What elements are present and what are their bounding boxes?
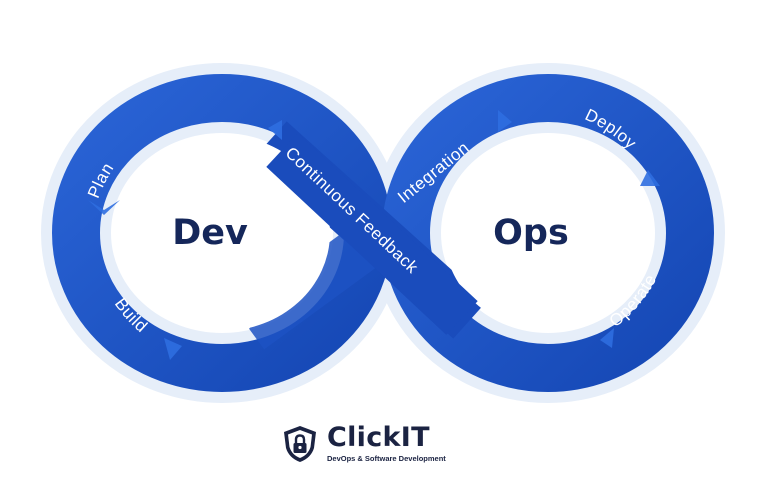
dev-title: Dev	[172, 213, 248, 253]
arrow-chevron-2	[164, 338, 182, 360]
ops-inner	[444, 135, 652, 331]
clickit-logo: ClickIT DevOps & Software Development	[281, 423, 446, 465]
ops-title: Ops	[493, 213, 569, 253]
arrow-chevron-6	[600, 328, 614, 348]
arrow-chevron-3	[268, 120, 282, 140]
segment-arrows	[88, 110, 660, 360]
arrow-chevron-1	[88, 200, 120, 215]
arrow-chevron-4	[498, 110, 512, 132]
dev-inner	[114, 135, 330, 331]
brand-name: ClickIT	[327, 422, 430, 453]
brand-tagline: DevOps & Software Development	[327, 454, 446, 463]
arrow-chevron-5	[640, 170, 660, 186]
shield-lock-icon	[284, 426, 316, 462]
feedback-band	[266, 133, 478, 335]
